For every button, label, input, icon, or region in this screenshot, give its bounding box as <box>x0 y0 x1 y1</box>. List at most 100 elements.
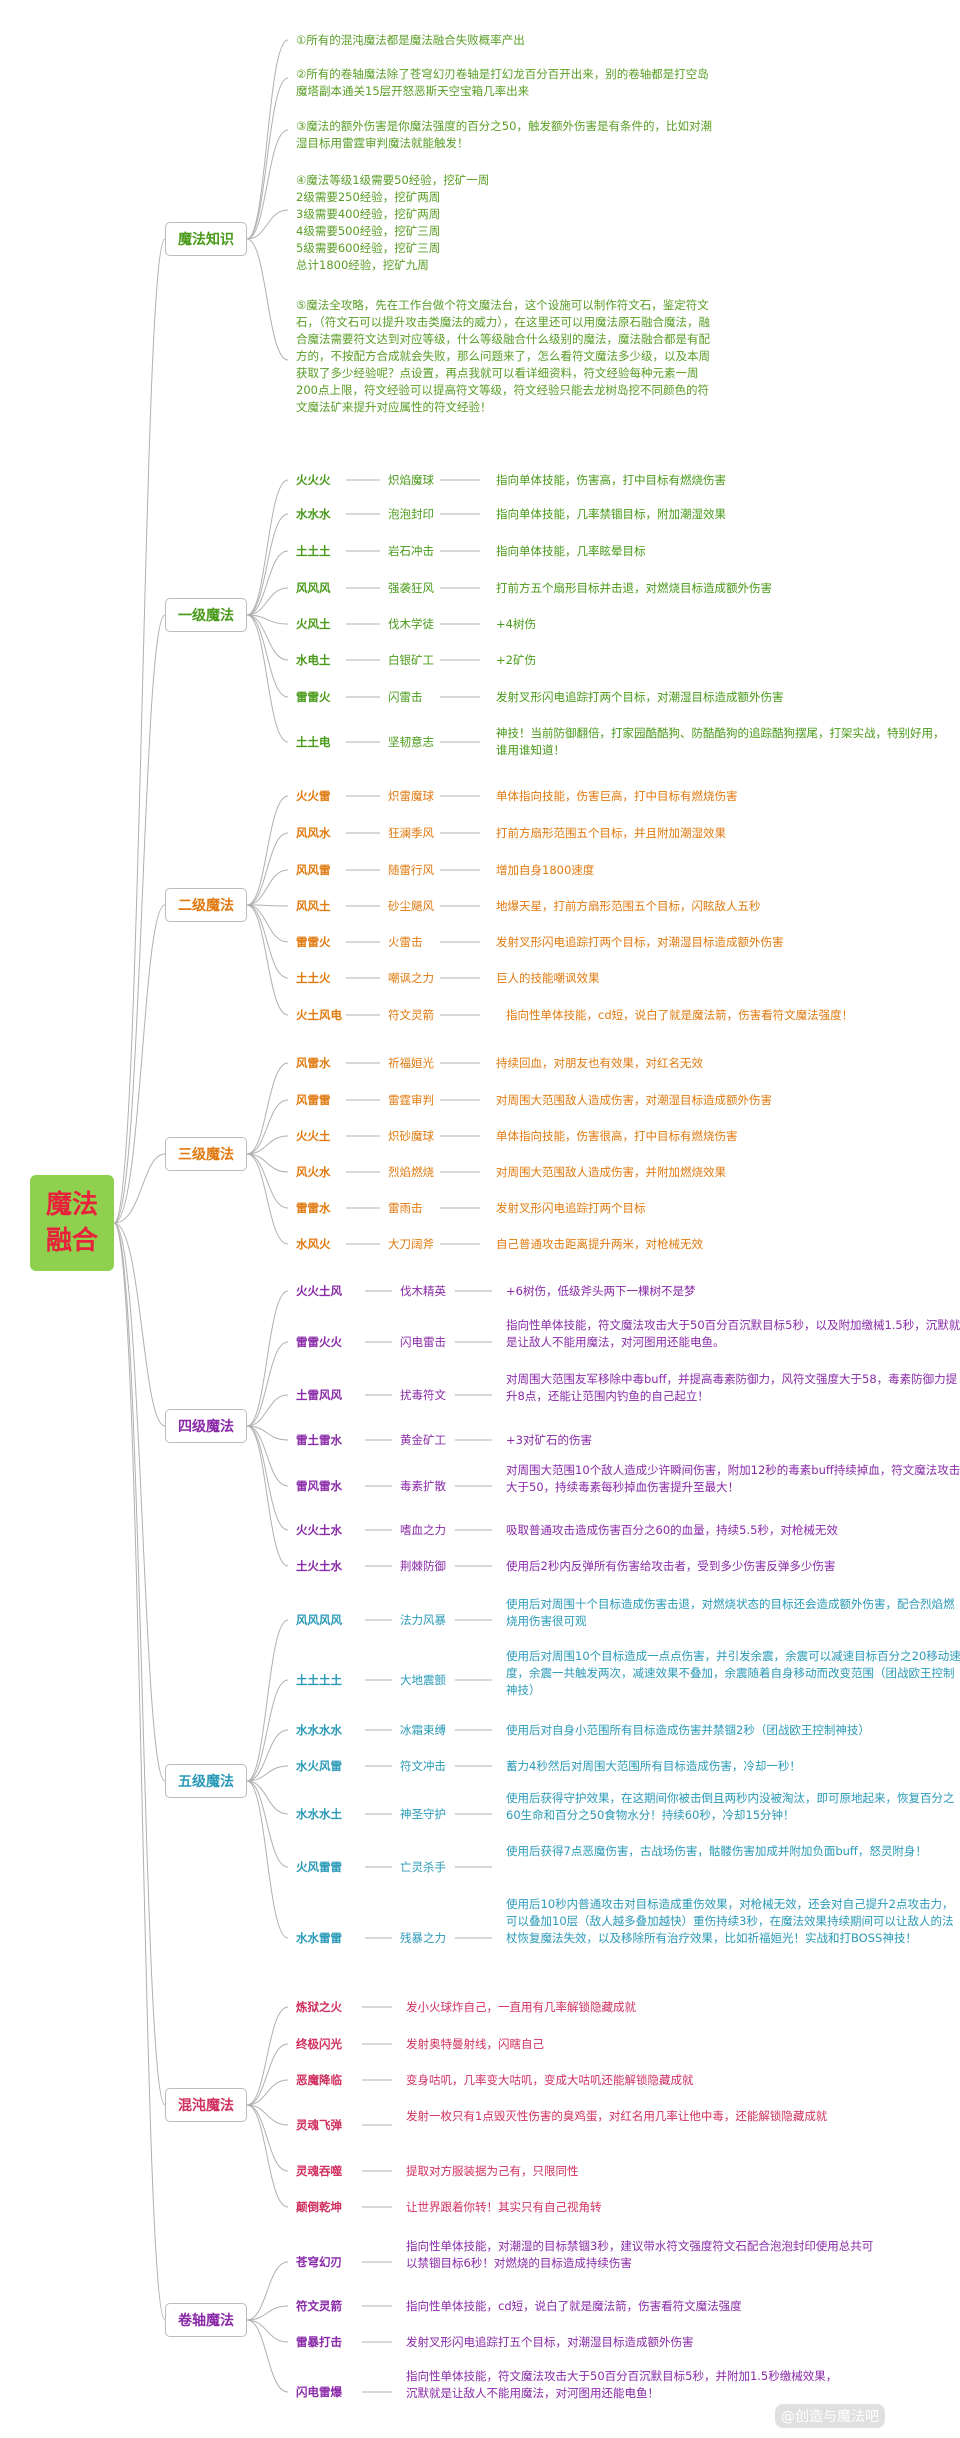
connector-line <box>246 869 289 906</box>
connector-line <box>246 1425 289 1487</box>
connector-line <box>246 904 289 943</box>
connector-line <box>246 2319 289 2343</box>
level5-name: 水水水水 <box>296 1723 342 1737</box>
level3-desc: 对周围大范围敌人造成伤害，并附加燃烧效果 <box>496 1165 726 1179</box>
connector-line <box>113 1222 166 2321</box>
knowledge-note-5: ⑤魔法全攻略，先在工作台做个符文魔法台，这个设施可以制作符文石，鉴定符文石，（符… <box>296 298 710 414</box>
level2-desc: 发射叉形闪电追踪打两个目标，对潮湿目标造成额外伤害 <box>496 935 784 949</box>
level2-name: 雷雷火 <box>296 935 331 949</box>
level1-sub: 强袭狂风 <box>388 581 434 595</box>
connector-line <box>246 2319 289 2393</box>
connector-line <box>113 1222 166 1427</box>
connector-line <box>246 1425 289 1441</box>
level1-sub: 泡泡封印 <box>388 507 434 521</box>
level4-name: 土雷风风 <box>296 1388 342 1402</box>
connector-line <box>246 1679 289 1782</box>
root-title-line2: 融合 <box>45 1226 98 1256</box>
level1-desc: 打前方五个扇形目标并击退，对燃烧目标造成额外伤害 <box>496 581 772 595</box>
level1-desc: 指向单体技能，几率禁锢目标，附加潮湿效果 <box>496 507 726 521</box>
connector-line <box>113 614 166 1224</box>
level1-desc: 神技！当前防御翻倍，打家园酷酷狗、防酷酷狗的追踪酷狗摆尾，打架实战，特别好用，谁… <box>496 726 945 757</box>
category-level4: 四级魔法 <box>165 1409 247 1443</box>
level4-sub: 闪电雷击 <box>400 1335 446 1349</box>
level2-name: 风风水 <box>296 826 331 840</box>
level5-sub: 神圣守护 <box>400 1807 446 1821</box>
connector-line <box>246 77 289 240</box>
level3-sub: 祈福姮光 <box>388 1056 434 1070</box>
level5-desc: 使用后10秒内普通攻击对目标造成重伤效果，对枪械无效，还会对自己提升2点攻击力，… <box>506 1897 954 1945</box>
level1-name: 土土土 <box>296 544 331 558</box>
connector-line <box>246 39 289 240</box>
level5-name: 风风风风 <box>296 1613 342 1627</box>
connector-line <box>246 2079 289 2106</box>
level3-desc: 自己普通攻击距离提升两米，对枪械无效 <box>496 1237 703 1251</box>
connector-line <box>246 587 289 616</box>
connector-line <box>113 238 166 1224</box>
category-knowledge: 魔法知识 <box>165 222 247 256</box>
category-scroll: 卷轴魔法 <box>165 2303 247 2337</box>
connector-line <box>113 1222 166 2106</box>
level5-name: 火风雷雷 <box>296 1860 342 1874</box>
level3-desc: 对周围大范围敌人造成伤害，对潮湿目标造成额外伤害 <box>496 1093 772 1107</box>
level5-sub: 符文冲击 <box>400 1759 446 1773</box>
watermark: @创造与魔法吧 <box>775 2404 885 2428</box>
chaos-name: 恶魔降临 <box>296 2073 342 2087</box>
level4-name: 雷土雷水 <box>296 1433 342 1447</box>
level4-name: 雷雷火火 <box>296 1335 342 1349</box>
level4-desc: 指向性单体技能，符文魔法攻击大于50百分百沉默目标5秒，以及附加缴械1.5秒，沉… <box>506 1318 960 1349</box>
knowledge-note-4: ④魔法等级1级需要50经验，挖矿一周 2级需要250经验，挖矿两周 3级需要40… <box>296 173 490 272</box>
level5-desc: 使用后获得7点恶魔伤害，古战场伤害，骷髅伤害加成并附加负面buff，怒灵附身！ <box>506 1844 927 1858</box>
connector-line <box>246 1290 289 1427</box>
scroll-desc: 指向性单体技能，cd短，说白了就是魔法箭，伤害看符文魔法强度 <box>406 2299 742 2313</box>
level4-desc: 使用后2秒内反弹所有伤害给攻击者，受到多少伤害反弹多少伤害 <box>506 1559 836 1573</box>
connector-line <box>246 2104 289 2172</box>
level1-desc: 指向单体技能，伤害高，打中目标有燃烧伤害 <box>496 473 726 487</box>
knowledge-note-1: ①所有的混沌魔法都是魔法融合失败概率产出 <box>296 33 525 47</box>
connector-line <box>246 1394 289 1427</box>
connector-line <box>246 1425 289 1567</box>
level3-desc: 单体指向技能，伤害很高，打中目标有燃烧伤害 <box>496 1129 738 1143</box>
level2-name: 风风雷 <box>296 863 331 877</box>
level2-desc: 单体指向技能，伤害巨高，打中目标有燃烧伤害 <box>496 789 738 803</box>
level2-sub: 符文灵箭 <box>388 1008 434 1022</box>
level3-name: 风雷雷 <box>296 1093 331 1107</box>
level1-name: 雷雷火 <box>296 690 331 704</box>
level5-desc: 使用后对自身小范围所有目标造成伤害并禁锢2秒（团战欧王控制神技） <box>506 1723 870 1737</box>
connector-line <box>113 1153 166 1224</box>
level1-desc: 指向单体技能，几率眩晕目标 <box>496 544 646 558</box>
chaos-name: 灵魂飞弹 <box>296 2118 342 2132</box>
scroll-name: 闪电雷爆 <box>296 2385 342 2399</box>
category-level3: 三级魔法 <box>165 1137 247 1171</box>
level5-sub: 亡灵杀手 <box>400 1860 446 1874</box>
level3-sub: 雷霆审判 <box>388 1093 434 1107</box>
level2-sub: 砂尘飓风 <box>388 899 434 913</box>
chaos-name: 灵魂吞噬 <box>296 2164 342 2178</box>
scroll-desc: 指向性单体技能，对潮湿的目标禁锢3秒，建议带水符文强度符文石配合泡泡封印使用总共… <box>406 2239 874 2270</box>
level1-name: 土土电 <box>296 735 331 749</box>
connector-line <box>113 904 166 1224</box>
level1-desc: +2矿伤 <box>496 653 536 667</box>
chaos-desc: 提取对方服装据为己有，只限同性 <box>406 2164 579 2178</box>
level1-name: 水电土 <box>296 653 331 667</box>
level1-sub: 岩石冲击 <box>388 544 434 558</box>
category-level5: 五级魔法 <box>165 1764 247 1798</box>
level5-desc: 使用后对周围十个目标造成伤害击退，对燃烧状态的目标还会造成额外伤害，配合烈焰燃烧… <box>506 1597 955 1628</box>
level2-sub: 火雷击 <box>388 935 423 949</box>
level3-name: 风雷水 <box>296 1056 331 1070</box>
connector-line <box>246 904 289 907</box>
level2-sub: 嘲讽之力 <box>388 971 434 985</box>
connector-line <box>246 2261 289 2321</box>
scroll-name: 苍穹幻刃 <box>296 2255 342 2269</box>
connector-line <box>246 129 289 240</box>
level4-desc: +3对矿石的伤害 <box>506 1433 592 1447</box>
connector-line <box>246 479 289 616</box>
level1-desc: +4树伤 <box>496 617 536 631</box>
level2-desc: 地爆天星，打前方扇形范围五个目标，闪眩敌人五秒 <box>496 899 761 913</box>
level3-name: 火火土 <box>296 1129 331 1143</box>
connector-line <box>113 1222 166 1782</box>
level3-sub: 大刀阔斧 <box>388 1237 434 1251</box>
level5-name: 水水水土 <box>296 1807 342 1821</box>
level4-sub: 嗜血之力 <box>400 1523 446 1537</box>
level4-name: 火火土水 <box>296 1523 342 1537</box>
